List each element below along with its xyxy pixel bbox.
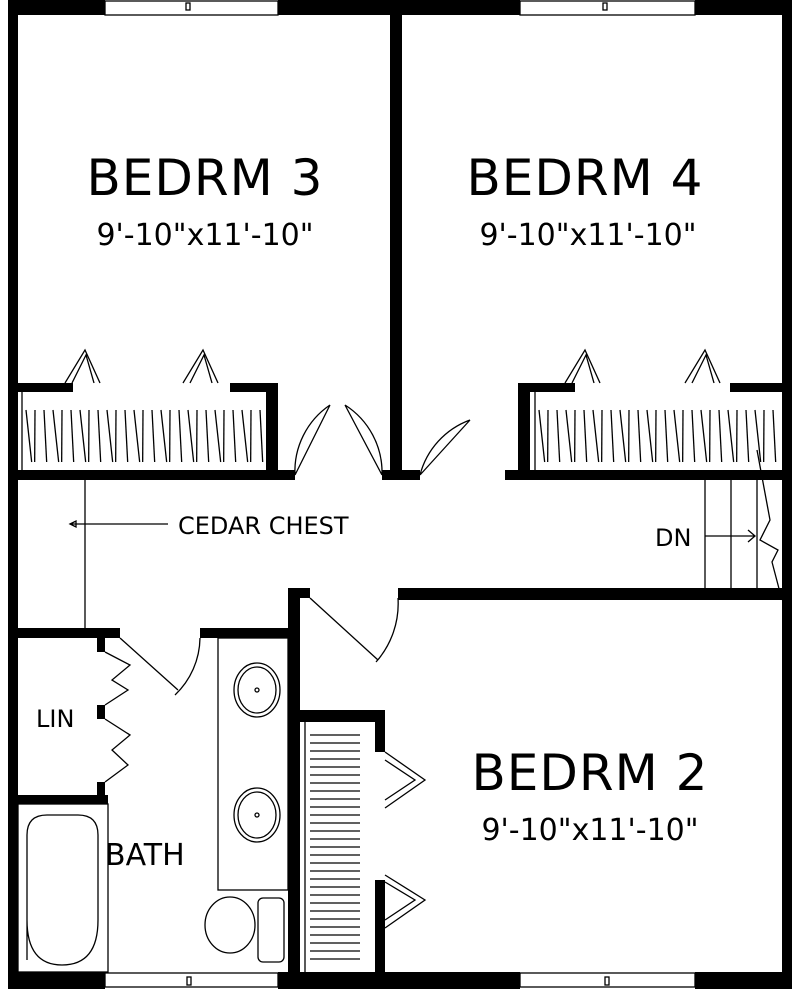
closet-hatch-line: [133, 409, 141, 463]
closet-hatch-line: [160, 409, 168, 463]
closet-hatch-line: [664, 409, 669, 463]
vanity: [217, 637, 289, 891]
closet-hatch-line: [79, 409, 87, 463]
closet-hatch-line: [25, 409, 33, 463]
closet-hatch-line: [745, 409, 750, 463]
closet-rods: [21, 392, 777, 972]
bathtub-icon: [17, 803, 109, 973]
closet-hatch-line: [727, 409, 735, 463]
interior-walls: [18, 15, 792, 972]
closet-hatch-line: [205, 409, 210, 463]
closet-hatch-line: [556, 409, 561, 463]
closet-hatch-line: [151, 409, 156, 463]
closet-hatch-line: [70, 409, 75, 463]
closet-hatch-line: [52, 409, 60, 463]
bath-label: BATH: [105, 838, 185, 873]
sink-icon: [233, 662, 281, 718]
closet-hatch-line: [673, 409, 681, 463]
sink-icon: [233, 787, 281, 843]
cedar-chest-leader: [68, 519, 168, 529]
linen-label: LIN: [36, 705, 74, 733]
stairs-down-label: DN: [655, 524, 691, 552]
exterior-walls: [8, 0, 792, 989]
closet-hatch-line: [187, 409, 195, 463]
closet-hatch-line: [691, 409, 696, 463]
closet-hatch-line: [772, 409, 777, 463]
closet-hatch-line: [259, 409, 264, 463]
room-size-bedroom2: 9'-10"x11'-10": [481, 813, 698, 848]
closet-hatch-line: [754, 409, 762, 463]
closet-hatch-line: [718, 409, 723, 463]
fixtures: [17, 449, 783, 973]
windows: [104, 0, 696, 988]
closet-hatch-line: [43, 409, 48, 463]
closet-hatch-line: [646, 409, 654, 463]
room-label-bedroom3: BEDRM 3: [87, 149, 324, 207]
room-label-bedroom2: BEDRM 2: [472, 744, 709, 802]
closet-hatch-line: [592, 409, 600, 463]
room-size-bedroom3: 9'-10"x11'-10": [96, 218, 313, 253]
cedar-chest-label: CEDAR CHEST: [178, 512, 349, 540]
closet-hatch-line: [178, 409, 183, 463]
closet-hatch-line: [700, 409, 708, 463]
closet-hatch-line: [538, 409, 546, 463]
doors: [64, 348, 721, 929]
closet-hatch-line: [106, 409, 114, 463]
room-label-bedroom4: BEDRM 4: [467, 149, 704, 207]
labels: BEDRM 3 9'-10"x11'-10" BEDRM 4 9'-10"x11…: [36, 149, 709, 873]
closet-hatch-line: [619, 409, 627, 463]
closet-hatch-line: [565, 409, 573, 463]
closet-hatch-line: [583, 409, 588, 463]
closet-hatch-line: [97, 409, 102, 463]
closet-hatch-line: [610, 409, 615, 463]
closet-hatch-line: [241, 409, 249, 463]
closet-hatch-line: [637, 409, 642, 463]
toilet-icon: [204, 896, 256, 954]
closet-hatch-line: [214, 409, 222, 463]
room-size-bedroom4: 9'-10"x11'-10": [479, 218, 696, 253]
closet-hatch-line: [124, 409, 129, 463]
closet-hatch-line: [232, 409, 237, 463]
stairs-icon: [704, 449, 783, 601]
